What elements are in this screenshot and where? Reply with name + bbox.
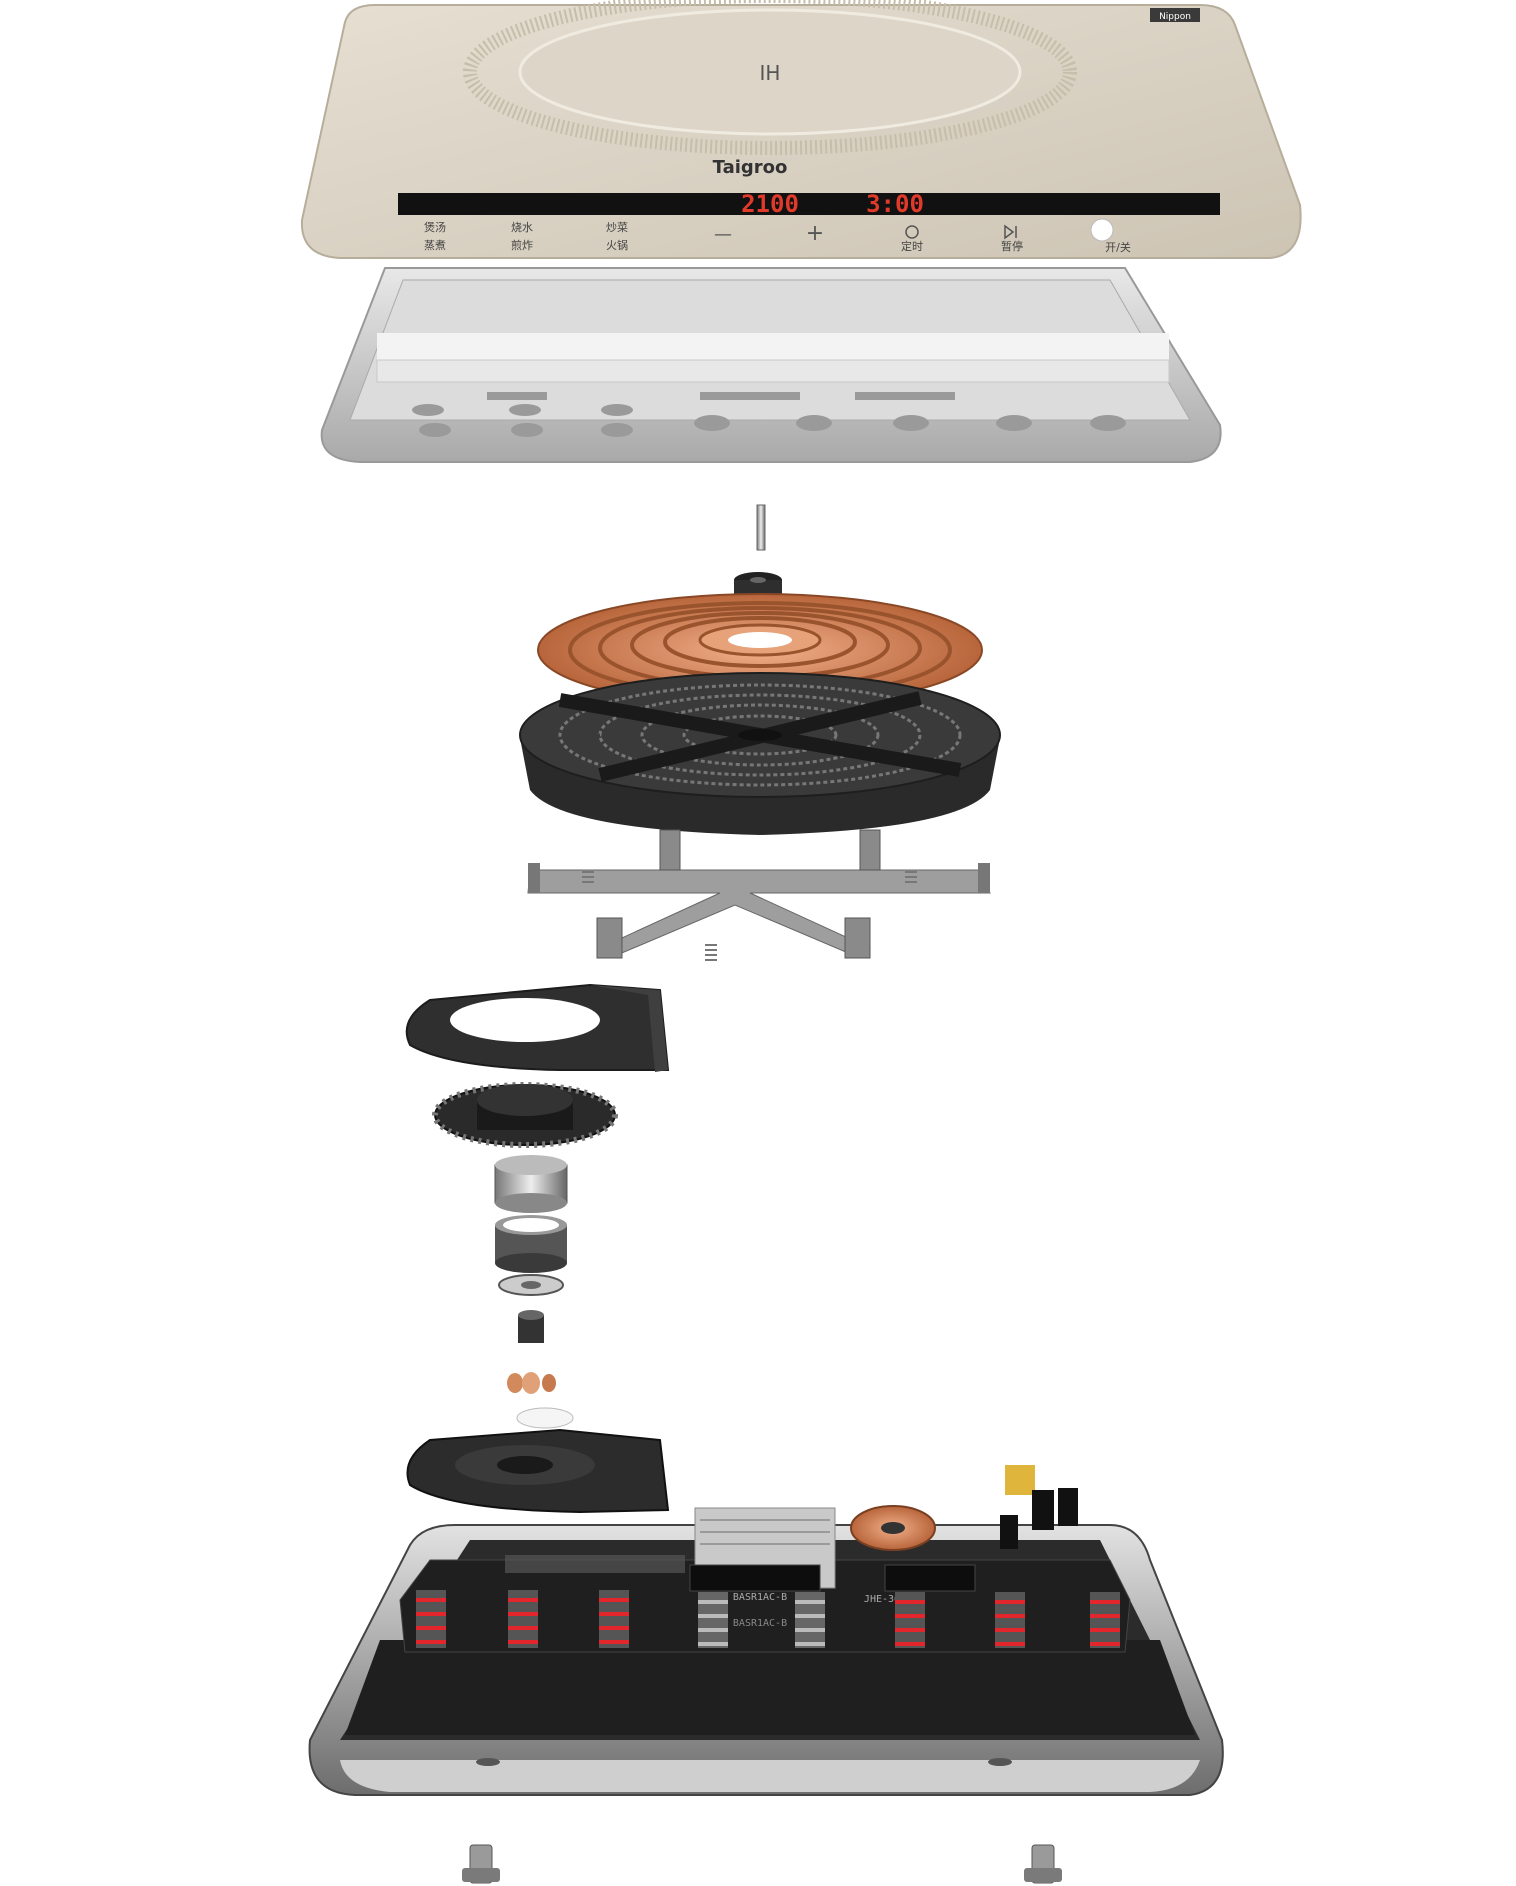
svg-text:暂停: 暂停 (1001, 239, 1023, 253)
panel-frame (320, 267, 1222, 463)
spring-7 (995, 1592, 1025, 1648)
board-label-3: JHE-365 (864, 1594, 906, 1605)
svg-text:蒸煮: 蒸煮 (424, 239, 446, 252)
svg-text:—: — (714, 224, 732, 245)
board-label-2: BASR1AC-B (733, 1618, 787, 1629)
button-timer[interactable]: 定时 (901, 225, 923, 253)
spring-2 (508, 1590, 538, 1648)
timer-icon (905, 225, 919, 239)
thermal-sensor-pin (756, 504, 766, 551)
display-strip (398, 193, 1220, 215)
button-minus[interactable]: — (714, 224, 732, 245)
play-pause-icon (1004, 224, 1017, 240)
svg-text:开/关: 开/关 (1105, 240, 1131, 254)
button-plus[interactable]: + (806, 221, 824, 246)
main-circuit-board: BASR1AC-B BASR1AC-B JHE-365 (399, 1465, 1131, 1653)
touch-springs (416, 1590, 1120, 1648)
cooktop-top-panel: IH Nippon Taigroo 2100 3:00 煲汤 蒸煮 烧水 煎炸 … (300, 0, 1302, 259)
svg-text:+: + (806, 221, 824, 246)
motor-rotor (494, 1155, 568, 1213)
board-label-1: BASR1AC-B (733, 1592, 787, 1603)
svg-text:炒菜: 炒菜 (606, 221, 628, 234)
svg-text:火锅: 火锅 (606, 239, 628, 252)
button-pause[interactable]: 暂停 (1001, 224, 1023, 253)
brand-logo: Taigroo (713, 157, 788, 178)
button-boil[interactable]: 烧水 煎炸 (511, 221, 533, 252)
spring-4 (698, 1592, 728, 1648)
spring-5 (795, 1592, 825, 1648)
star-bracket (527, 829, 991, 961)
button-stir-fry[interactable]: 炒菜 火锅 (606, 221, 628, 252)
rubber-foot-left (462, 1844, 500, 1884)
svg-text:煲汤: 煲汤 (424, 220, 446, 234)
motor-washers (507, 1372, 556, 1394)
svg-text:定时: 定时 (901, 239, 923, 253)
control-buttons: 煲汤 蒸煮 烧水 煎炸 炒菜 火锅 — + 定时 暂 (424, 218, 1131, 254)
rubber-foot-right (1024, 1844, 1062, 1884)
fan-lower-housing (406, 1407, 670, 1514)
fan-upper-housing (405, 983, 670, 1072)
svg-text:煎炸: 煎炸 (511, 238, 533, 252)
fan-impeller (432, 1082, 618, 1148)
button-soup[interactable]: 煲汤 蒸煮 (424, 220, 446, 252)
power-readout: 2100 (741, 190, 799, 218)
spring-8 (1090, 1592, 1120, 1648)
coil-holder-disc (519, 672, 1001, 835)
zone-mark: IH (760, 61, 781, 85)
spring-6 (895, 1592, 925, 1648)
power-button-icon (1090, 218, 1114, 242)
svg-text:烧水: 烧水 (511, 221, 533, 234)
time-readout: 3:00 (866, 190, 924, 218)
motor-magnet-ring (495, 1215, 567, 1273)
motor-stator (498, 1274, 564, 1296)
motor-bearing (518, 1310, 544, 1343)
spring-1 (416, 1590, 446, 1648)
frame-holes (412, 392, 1126, 437)
heating-zone-ring-outer (463, 0, 1077, 155)
button-power[interactable]: 开/关 (1090, 218, 1131, 254)
spring-3 (599, 1590, 629, 1648)
bracket-springs (582, 871, 917, 961)
badge-label: Nippon (1159, 12, 1191, 22)
heating-zone-ring (518, 8, 1022, 136)
